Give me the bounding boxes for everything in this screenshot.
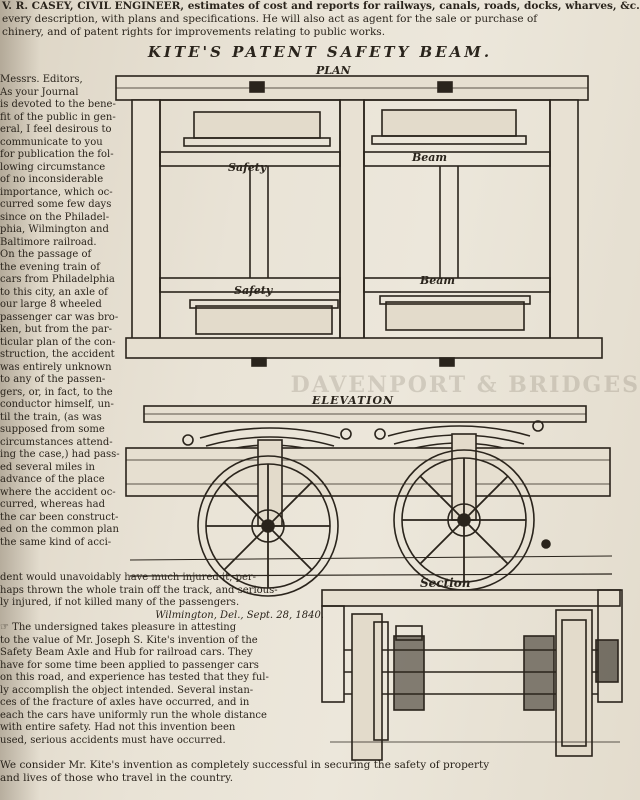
lower-article: dent would unavoidably have much injured…: [0, 572, 330, 747]
testimonial-line: have for some time been applied to passe…: [0, 659, 259, 671]
bleed-through-text: DAVENPORT & BRIDGES: [290, 372, 640, 398]
continuation-line: ly injured, if not killed many of the pa…: [0, 597, 240, 608]
header-line: V. R. CASEY, CIVIL ENGINEER, estimates o…: [2, 0, 640, 12]
testimonial-line: Safety Beam Axle and Hub for railroad ca…: [0, 647, 253, 658]
letter-line: for publication the fol-: [0, 149, 114, 160]
letter-line: ed several miles in: [0, 461, 95, 473]
continuation-line: haps thrown the whole train off the trac…: [0, 584, 278, 596]
letter-line: is devoted to the bene-: [0, 99, 116, 110]
elevation-view: [125, 405, 613, 597]
letter-line: lowing circumstance: [0, 161, 106, 173]
letter-line: communicate to you: [0, 136, 103, 148]
letter-line: fit of the public in gen-: [0, 111, 116, 123]
beam-label-bottom: Beam: [420, 274, 456, 287]
letter-line: Messrs. Editors,: [0, 74, 83, 85]
letter-line: ticular plan of the con-: [0, 336, 116, 348]
letter-line: cars from Philadelphia: [0, 274, 115, 285]
testimonial-line: to the value of Mr. Joseph S. Kite's inv…: [0, 634, 258, 646]
letter-line: to this city, an axle of: [0, 286, 108, 298]
letter-column: Messrs. Editors, As your Journal is devo…: [0, 74, 128, 549]
testimonial-line: on this road, and experience has tested …: [0, 672, 269, 683]
testimonial-line: each the cars have uniformly run the who…: [0, 709, 267, 721]
testimonial-line: ☞ The undersigned takes pleasure in atte…: [0, 622, 237, 633]
letter-line: On the passage of: [0, 249, 92, 260]
letter-line: to any of the passen-: [0, 374, 106, 385]
letter-line: the evening train of: [0, 261, 100, 273]
letter-line: was entirely unknown: [0, 361, 112, 373]
letter-line: since on the Philadel-: [0, 211, 110, 223]
elevation-label: ELEVATION: [312, 394, 395, 407]
testimonial-line: ly accomplish the object intended. Sever…: [0, 684, 254, 696]
letter-line: Baltimore railroad.: [0, 236, 97, 248]
closing-line: We consider Mr. Kite's invention as comp…: [0, 759, 490, 771]
plan-label: PLAN: [316, 64, 351, 77]
section-view: [321, 589, 623, 761]
header-advert: V. R. CASEY, CIVIL ENGINEER, estimates o…: [0, 0, 640, 39]
continuation-line: dent would unavoidably have much injured…: [0, 572, 257, 583]
letter-line: conductor himself, un-: [0, 399, 114, 410]
testimonial-line: used, serious accidents must have occurr…: [0, 734, 226, 746]
letter-line: of no inconsiderable: [0, 174, 104, 185]
letter-line: curred, whereas had: [0, 499, 105, 510]
letter-line: advance of the place: [0, 474, 105, 485]
plan-view: [115, 75, 603, 367]
letter-line: phia, Wilmington and: [0, 224, 109, 235]
letter-line: As your Journal: [0, 86, 79, 98]
letter-line: the car been construct-: [0, 511, 119, 523]
closing-text: We consider Mr. Kite's invention as comp…: [0, 759, 640, 785]
letter-line: struction, the accident: [0, 349, 115, 360]
dateline: Wilmington, Del., Sept. 28, 1840.: [155, 609, 324, 621]
testimonial-line: ces of the fracture of axles have occurr…: [0, 697, 250, 708]
article-title: KITE'S PATENT SAFETY BEAM.: [147, 43, 493, 61]
letter-line: importance, which oc-: [0, 186, 113, 198]
letter-line: supposed from some: [0, 424, 105, 435]
letter-line: ken, but from the par-: [0, 324, 113, 335]
letter-line: gers, or, in fact, to the: [0, 386, 113, 398]
letter-line: circumstances attend-: [0, 436, 113, 448]
letter-line: eral, I feel desirous to: [0, 124, 112, 135]
letter-line: passenger car was bro-: [0, 311, 119, 323]
letter-line: the same kind of acci-: [0, 536, 112, 548]
letter-line: our large 8 wheeled: [0, 299, 102, 310]
closing-line: and lives of those who travel in the cou…: [0, 772, 234, 784]
header-line: chinery, and of patent rights for improv…: [2, 26, 386, 38]
letter-line: curred some few days: [0, 199, 112, 210]
testimonial-line: with entire safety. Had not this inventi…: [0, 722, 236, 733]
beam-label-top: Beam: [412, 151, 448, 164]
safety-label-top: Safety: [228, 161, 267, 174]
section-label: Section: [420, 576, 471, 590]
letter-line: til the train, (as was: [0, 411, 102, 423]
letter-line: where the accident oc-: [0, 486, 116, 498]
safety-label-bottom: Safety: [234, 284, 273, 297]
letter-line: ing the case,) had pass-: [0, 449, 120, 460]
letter-line: ed on the common plan: [0, 524, 119, 535]
header-line: every description, with plans and specif…: [2, 13, 538, 25]
